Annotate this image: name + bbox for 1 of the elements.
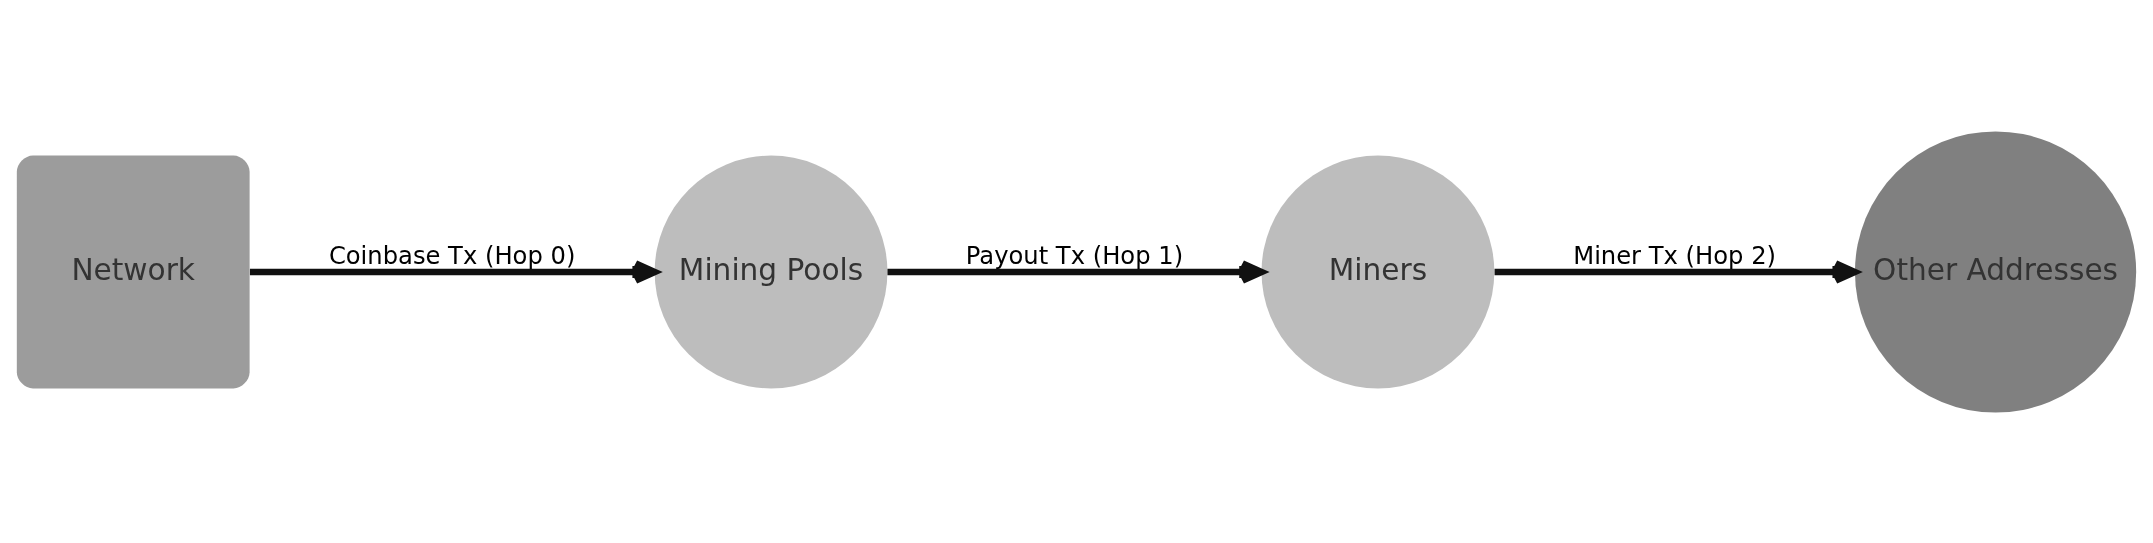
edge-label: Miner Tx (Hop 2) [1573,241,1777,270]
